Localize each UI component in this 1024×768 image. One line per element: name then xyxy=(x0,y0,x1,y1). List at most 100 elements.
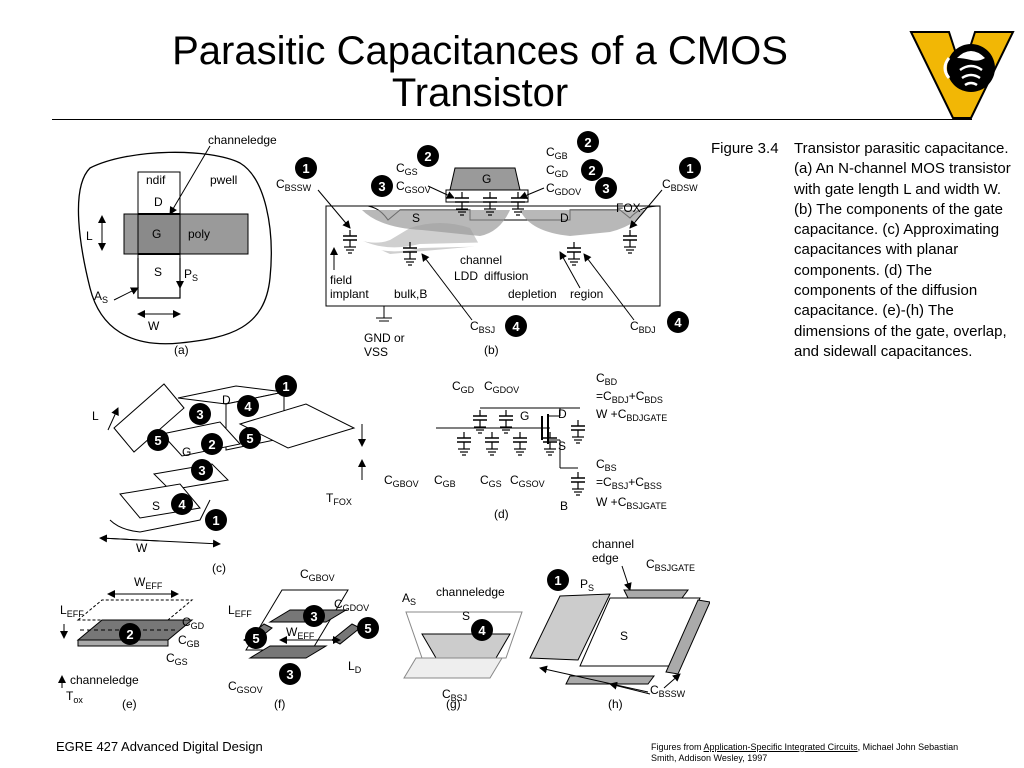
b-marker-2-left: 2 xyxy=(417,145,439,167)
e-channeledge-label: channeledge xyxy=(70,673,139,687)
f-marker-3-top: 3 xyxy=(303,605,325,627)
svg-text:1: 1 xyxy=(302,161,309,176)
c-gate-label: G xyxy=(182,445,191,459)
g-channeledge-label: channeledge xyxy=(436,585,505,599)
svg-text:3: 3 xyxy=(198,463,205,478)
e-cgd-label: CGD xyxy=(182,615,205,631)
c-marker-1-bottom: 1 xyxy=(205,509,227,531)
svg-text:3: 3 xyxy=(602,181,609,196)
b-ldd-label: LDD xyxy=(454,269,478,283)
panel-e-label: (e) xyxy=(122,697,137,711)
b-cbsj-label: CBSJ xyxy=(470,319,495,335)
h-cbsjgate-label: CBSJGATE xyxy=(646,557,695,573)
b-marker-2-top: 2 xyxy=(577,131,599,153)
svg-text:2: 2 xyxy=(584,135,591,150)
svg-text:5: 5 xyxy=(252,631,259,646)
svg-text:3: 3 xyxy=(286,667,293,682)
g-marker-4: 4 xyxy=(471,619,493,641)
d-cbs-gate: W +CBSJGATE xyxy=(596,495,667,511)
panel-h-label: (h) xyxy=(608,697,623,711)
footer-credit-suffix: , Michael John Sebastian Smith, Addison … xyxy=(651,742,959,763)
svg-text:4: 4 xyxy=(244,399,252,414)
svg-text:4: 4 xyxy=(674,315,682,330)
c-width-label: W xyxy=(136,541,148,555)
b-cbssw-label: CBSSW xyxy=(276,177,312,193)
a-length-label: L xyxy=(86,229,93,243)
footer-book-link[interactable]: Application-Specific Integrated Circuits xyxy=(703,742,858,752)
b-implant-label: implant xyxy=(330,287,369,301)
a-source-label: S xyxy=(154,265,162,279)
svg-text:2: 2 xyxy=(588,163,595,178)
c-length-label: L xyxy=(92,409,99,423)
c-marker-5-left: 5 xyxy=(147,429,169,451)
b-marker-4-left: 4 xyxy=(505,315,527,337)
f-weff-label: WEFF xyxy=(286,625,315,641)
b-marker-3-left: 3 xyxy=(371,175,393,197)
d-bulk-label: B xyxy=(560,499,568,513)
svg-text:1: 1 xyxy=(686,161,693,176)
f-marker-5-left: 5 xyxy=(245,627,267,649)
b-vss-label: VSS xyxy=(364,345,388,359)
b-channel-label: channel xyxy=(460,253,502,267)
b-fox-label: FOX xyxy=(616,201,641,215)
svg-text:4: 4 xyxy=(178,497,186,512)
e-leff-label: LEFF xyxy=(60,603,84,619)
b-drain-label: D xyxy=(560,211,569,225)
b-cbdsw-label: CBDSW xyxy=(662,177,698,193)
footer-course-name: EGRE 427 Advanced Digital Design xyxy=(56,739,263,754)
panel-g-label: (g) xyxy=(446,697,461,711)
g-source-label: S xyxy=(462,609,470,623)
panel-c-planar-components: L D G S TFOX W (c) 1 3 4 5 2 5 3 4 1 xyxy=(92,375,366,575)
h-cbssw-label: CBSSW xyxy=(650,683,686,699)
panel-g-junction-area: AS channeledge S CBSJ (g) 4 xyxy=(402,585,523,711)
svg-text:3: 3 xyxy=(378,179,385,194)
b-gate-label: G xyxy=(482,172,491,186)
d-cbd-label: CBD xyxy=(596,371,618,387)
d-cgsov-label: CGSOV xyxy=(510,473,545,489)
ram-emblem xyxy=(943,44,995,92)
f-leff-label: LEFF xyxy=(228,603,252,619)
h-edge-label: edge xyxy=(592,551,619,565)
f-marker-5-right: 5 xyxy=(357,617,379,639)
h-ps-label: PS xyxy=(580,577,594,593)
b-cgdov-label: CGDOV xyxy=(546,181,581,197)
a-poly-label: poly xyxy=(188,227,210,241)
h-source-label: S xyxy=(620,629,628,643)
b-marker-2-right: 2 xyxy=(581,159,603,181)
panel-a-layout: ndif pwell D G poly S channeledge L AS P… xyxy=(77,133,277,357)
c-marker-5-right: 5 xyxy=(239,427,261,449)
figure-caption-text: Transistor parasitic capacitance. (a) An… xyxy=(794,140,1011,360)
a-ndif-label: ndif xyxy=(146,173,166,187)
svg-text:5: 5 xyxy=(364,621,371,636)
d-cgdov-label: CGDOV xyxy=(484,379,519,395)
panel-a-label: (a) xyxy=(174,343,189,357)
panel-e-gate-dimensions: WEFF LEFF CGD CGB CGS channeledge Tox (e… xyxy=(58,575,205,711)
b-bulk-label: bulk,B xyxy=(394,287,427,301)
panel-b-cross-section: G S D FOX CBSSW CBDSW CGS CGSOV CGB CGD … xyxy=(276,131,701,359)
h-marker-1: 1 xyxy=(547,569,569,591)
a-gate-label: G xyxy=(152,227,161,241)
svg-text:4: 4 xyxy=(512,319,520,334)
c-drain-label: D xyxy=(222,393,231,407)
svg-text:3: 3 xyxy=(310,609,317,624)
svg-text:4: 4 xyxy=(478,623,486,638)
e-marker-2: 2 xyxy=(119,623,141,645)
b-source-label: S xyxy=(412,211,420,225)
d-cbd-gate: W +CBDJGATE xyxy=(596,407,667,423)
d-cgbov-label: CGBOV xyxy=(384,473,419,489)
c-marker-2-center: 2 xyxy=(201,433,223,455)
d-cbs-label: CBS xyxy=(596,457,617,473)
b-cbdj-label: CBDJ xyxy=(630,319,656,335)
a-width-label: W xyxy=(148,319,160,333)
b-marker-3-right: 3 xyxy=(595,177,617,199)
d-cgs-label: CGS xyxy=(480,473,502,489)
c-marker-4-top: 4 xyxy=(237,395,259,417)
panel-b-label: (b) xyxy=(484,343,499,357)
a-perimeter-label: PS xyxy=(184,267,198,283)
b-cgsov-label: CGSOV xyxy=(396,179,431,195)
b-cgs-label: CGS xyxy=(396,161,418,177)
svg-text:1: 1 xyxy=(212,513,219,528)
svg-text:1: 1 xyxy=(282,379,289,394)
b-field-label: field xyxy=(330,273,352,287)
d-gate-label: G xyxy=(520,409,529,423)
